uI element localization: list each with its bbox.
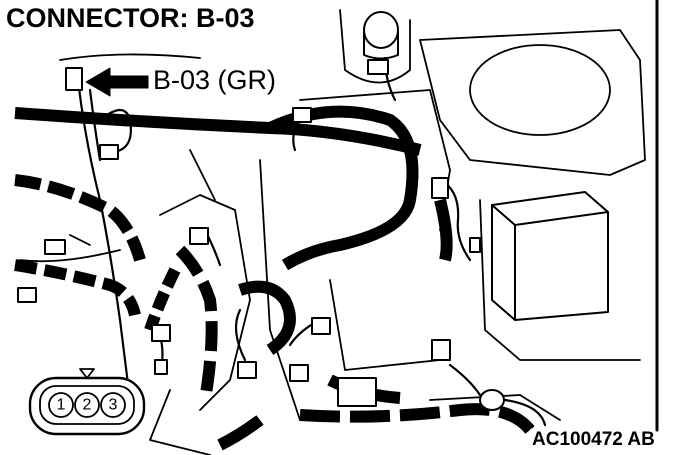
pin-2-label: 2 (83, 397, 92, 414)
control-box (491, 191, 609, 321)
diagram-title: CONNECTOR: B-03 (6, 3, 259, 33)
callout-arrow (85, 67, 149, 97)
pin-2 (74, 392, 100, 418)
connector-callout-label: B-03 (GR) (150, 65, 280, 95)
pin-3-label: 3 (109, 397, 118, 414)
harness-connectors (17, 59, 505, 411)
pin-1 (48, 392, 74, 418)
pin-3 (100, 392, 126, 418)
connector-b03 (65, 67, 83, 91)
body-panel-outlines (19, 9, 646, 455)
pin-1-label: 1 (57, 397, 66, 414)
connector-face-inset: 1 2 3 (28, 368, 146, 436)
fluid-reservoir-cap (363, 11, 399, 60)
diagram-reference-code: AC100472 AB (530, 429, 655, 451)
orientation-mark (79, 368, 95, 379)
